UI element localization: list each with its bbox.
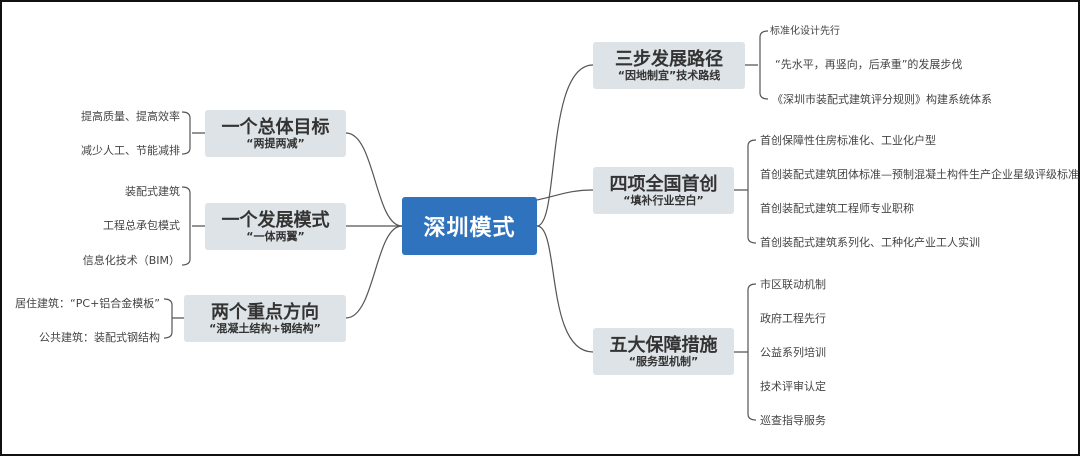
bracket-mode: [181, 186, 205, 266]
topic-title: 五大保障措施: [609, 334, 718, 356]
bracket-measures: [734, 283, 757, 421]
leaf-item[interactable]: 首创装配式建筑工程师专业职称: [760, 202, 914, 215]
leaf-item[interactable]: 居住建筑：“PC+铝合金模板”: [15, 297, 160, 310]
leaf-item[interactable]: 提高质量、提高效率: [81, 110, 180, 123]
leaf-item[interactable]: 技术评审认定: [760, 380, 826, 393]
leaf-item[interactable]: “先水平，再竖向，后承重”的发展步伐: [775, 58, 963, 71]
leaf-item[interactable]: 首创装配式建筑系列化、工种化产业工人实训: [760, 236, 980, 249]
topic-title: 两个重点方向: [211, 301, 319, 323]
leaf-item[interactable]: 市区联动机制: [760, 278, 826, 291]
topic-subtitle: “因地制宜”技术路线: [617, 68, 721, 82]
topic-mode[interactable]: 一个发展模式 “一体两翼”: [205, 203, 346, 250]
leaf-item[interactable]: 公共建筑：装配式钢结构: [39, 331, 160, 344]
topic-direction[interactable]: 两个重点方向 “混凝土结构+钢结构”: [184, 295, 346, 342]
topic-measures[interactable]: 五大保障措施 “服务型机制”: [593, 328, 734, 375]
leaf-item[interactable]: 信息化技术（BIM）: [82, 254, 180, 267]
leaf-item[interactable]: 公益系列培训: [760, 346, 826, 359]
topic-title: 一个总体目标: [221, 116, 330, 138]
central-topic[interactable]: 深圳模式: [402, 197, 537, 255]
connector-measures: [536, 225, 594, 353]
topic-subtitle: “填补行业空白”: [623, 193, 704, 207]
connector-direction: [345, 225, 403, 319]
topic-subtitle: “混凝土结构+钢结构”: [209, 321, 321, 335]
bracket-direction: [163, 298, 184, 339]
leaf-item[interactable]: 首创保障性住房标准化、工业化户型: [760, 134, 936, 147]
bracket-firsts: [734, 139, 757, 244]
leaf-item[interactable]: 减少人工、节能减排: [81, 144, 180, 157]
topic-title: 一个发展模式: [221, 209, 330, 231]
connector-firsts: [536, 189, 594, 201]
topic-title: 四项全国首创: [609, 173, 718, 195]
topic-goal[interactable]: 一个总体目标 “两提两减”: [205, 110, 346, 157]
leaf-item[interactable]: 巡查指导服务: [760, 414, 826, 427]
topic-subtitle: “一体两翼”: [246, 229, 305, 243]
leaf-item[interactable]: 政府工程先行: [760, 312, 826, 325]
bracket-path: [745, 30, 769, 100]
leaf-item[interactable]: 首创装配式建筑团体标准—预制混凝土构件生产企业星级评级标准: [760, 168, 1079, 181]
topic-path[interactable]: 三步发展路径 “因地制宜”技术路线: [593, 42, 745, 89]
leaf-item[interactable]: 装配式建筑: [125, 185, 180, 198]
topic-firsts[interactable]: 四项全国首创 “填补行业空白”: [593, 167, 734, 214]
connector-goal: [345, 132, 403, 227]
leaf-item[interactable]: 标准化设计先行: [770, 26, 840, 37]
topic-subtitle: “两提两减”: [246, 136, 305, 150]
topic-title: 三步发展路径: [615, 48, 723, 70]
bracket-goal: [181, 111, 205, 155]
leaf-item[interactable]: 工程总承包模式: [103, 219, 180, 232]
connector-path: [536, 64, 594, 227]
topic-subtitle: “服务型机制”: [628, 354, 699, 368]
leaf-item[interactable]: 《深圳市装配式建筑评分规则》构建系统体系: [772, 93, 992, 106]
